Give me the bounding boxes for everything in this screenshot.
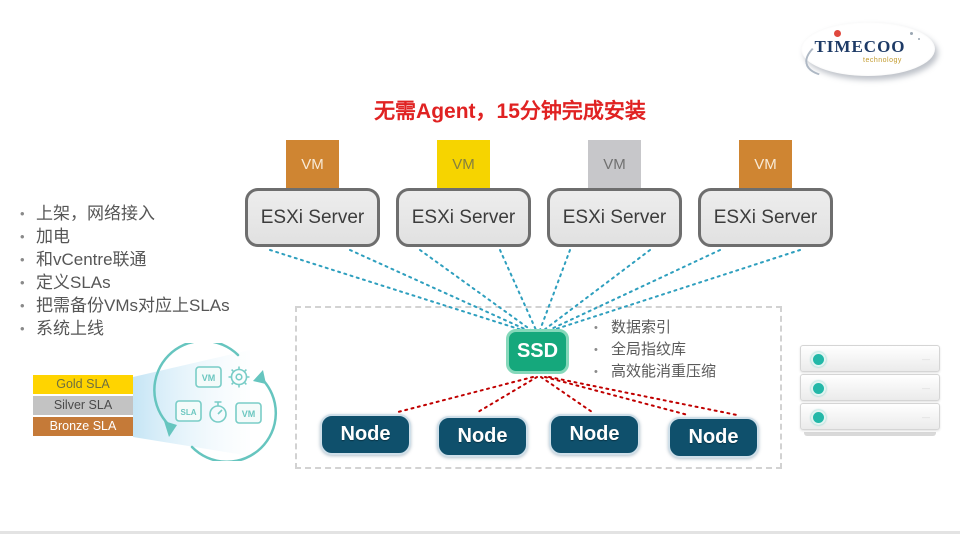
logo-tagline: technology <box>863 57 902 64</box>
cycle-arrowhead-right-icon <box>253 370 266 384</box>
vm-box: VM <box>286 140 339 188</box>
node-box: Node <box>668 417 759 458</box>
checklist-item: • 和vCentre联通 <box>20 248 288 271</box>
ssd-feature-label: 数据索引 <box>611 319 672 336</box>
checklist-item-label: 和vCentre联通 <box>36 250 147 269</box>
power-led-icon <box>811 381 826 396</box>
svg-text:SLA: SLA <box>181 408 197 417</box>
checklist-item-label: 把需备份VMs对应上SLAs <box>36 296 230 315</box>
checklist-item: • 上架，网络接入 <box>20 202 288 225</box>
bullet-icon: • <box>20 206 25 221</box>
cycle-vm-icon: VM <box>235 402 262 424</box>
cycle-vm-icon: VM <box>195 366 222 388</box>
bullet-icon: • <box>20 252 25 267</box>
slide-bottom-edge <box>0 531 960 534</box>
svg-text:VM: VM <box>202 373 216 383</box>
ssd-feature-label: 全局指纹库 <box>611 341 687 358</box>
esxi-server-box: ESXi Server <box>698 188 833 247</box>
gear-icon <box>228 366 250 388</box>
power-led-icon <box>811 410 826 425</box>
esxi-server-box: ESXi Server <box>245 188 380 247</box>
ssd-feature-item: • 高效能消重压缩 <box>594 361 716 383</box>
vm-box: VM <box>588 140 641 188</box>
ssd-feature-item: • 数据索引 <box>594 317 716 339</box>
node-box: Node <box>437 416 528 457</box>
node-box: Node <box>549 414 640 455</box>
timecoo-logo: TIMECOO technology <box>799 14 935 88</box>
ssd-feature-label: 高效能消重压缩 <box>611 363 717 380</box>
policy-cycle-graphic: VM SLA VM <box>153 343 277 461</box>
ssd-box: SSD <box>506 329 569 374</box>
logo-spark-icon <box>918 38 920 40</box>
checklist-item-label: 上架，网络接入 <box>36 204 155 223</box>
checklist-item: • 定义SLAs <box>20 271 288 294</box>
rack-unit: — <box>800 345 940 372</box>
bullet-icon: • <box>594 366 598 378</box>
appliance-rack: — — — <box>800 345 940 436</box>
checklist-item: • 加电 <box>20 225 288 248</box>
cycle-sla-icon: SLA <box>175 400 202 422</box>
sla-tier-silver: Silver SLA <box>33 396 133 416</box>
cycle-arc-right <box>190 377 277 461</box>
cycle-arrowhead-left-icon <box>164 421 177 437</box>
sla-tier-gold: Gold SLA <box>33 375 133 395</box>
svg-text:VM: VM <box>242 409 256 419</box>
bullet-icon: • <box>20 298 25 313</box>
stopwatch-icon <box>209 401 227 423</box>
logo-spark-icon <box>910 32 913 35</box>
bullet-icon: • <box>20 321 25 336</box>
checklist-item: • 把需备份VMs对应上SLAs <box>20 294 288 317</box>
esxi-server-box: ESXi Server <box>396 188 531 247</box>
bullet-icon: • <box>594 344 598 356</box>
checklist-item-label: 系统上线 <box>36 319 104 338</box>
rack-unit: — <box>800 403 940 430</box>
logo-red-dot-icon <box>834 30 841 37</box>
rack-unit-vents: — <box>922 413 931 422</box>
vm-box: VM <box>437 140 490 188</box>
rack-unit-vents: — <box>922 384 931 393</box>
checklist-item: • 系统上线 <box>20 317 288 340</box>
vm-box: VM <box>739 140 792 188</box>
logo-brand-text: TIMECOO <box>814 37 906 56</box>
rack-base-shadow <box>804 432 936 436</box>
esxi-server-box: ESXi Server <box>547 188 682 247</box>
ssd-feature-list: • 数据索引 • 全局指纹库 • 高效能消重压缩 <box>594 317 716 383</box>
bullet-icon: • <box>20 275 25 290</box>
rack-unit-vents: — <box>922 355 931 364</box>
checklist-item-label: 加电 <box>36 227 70 246</box>
bullet-icon: • <box>594 322 598 334</box>
ssd-feature-item: • 全局指纹库 <box>594 339 716 361</box>
deployment-steps-list: • 上架，网络接入 • 加电 • 和vCentre联通 • 定义SLAs • 把需备份VMs对应上… <box>20 202 288 340</box>
power-led-icon <box>811 352 826 367</box>
node-box: Node <box>320 414 411 455</box>
rack-unit: — <box>800 374 940 401</box>
bullet-icon: • <box>20 229 25 244</box>
sla-tier-bronze: Bronze SLA <box>33 417 133 437</box>
slide-title: 无需Agent，15分钟完成安装 <box>374 100 646 123</box>
checklist-item-label: 定义SLAs <box>36 273 111 292</box>
